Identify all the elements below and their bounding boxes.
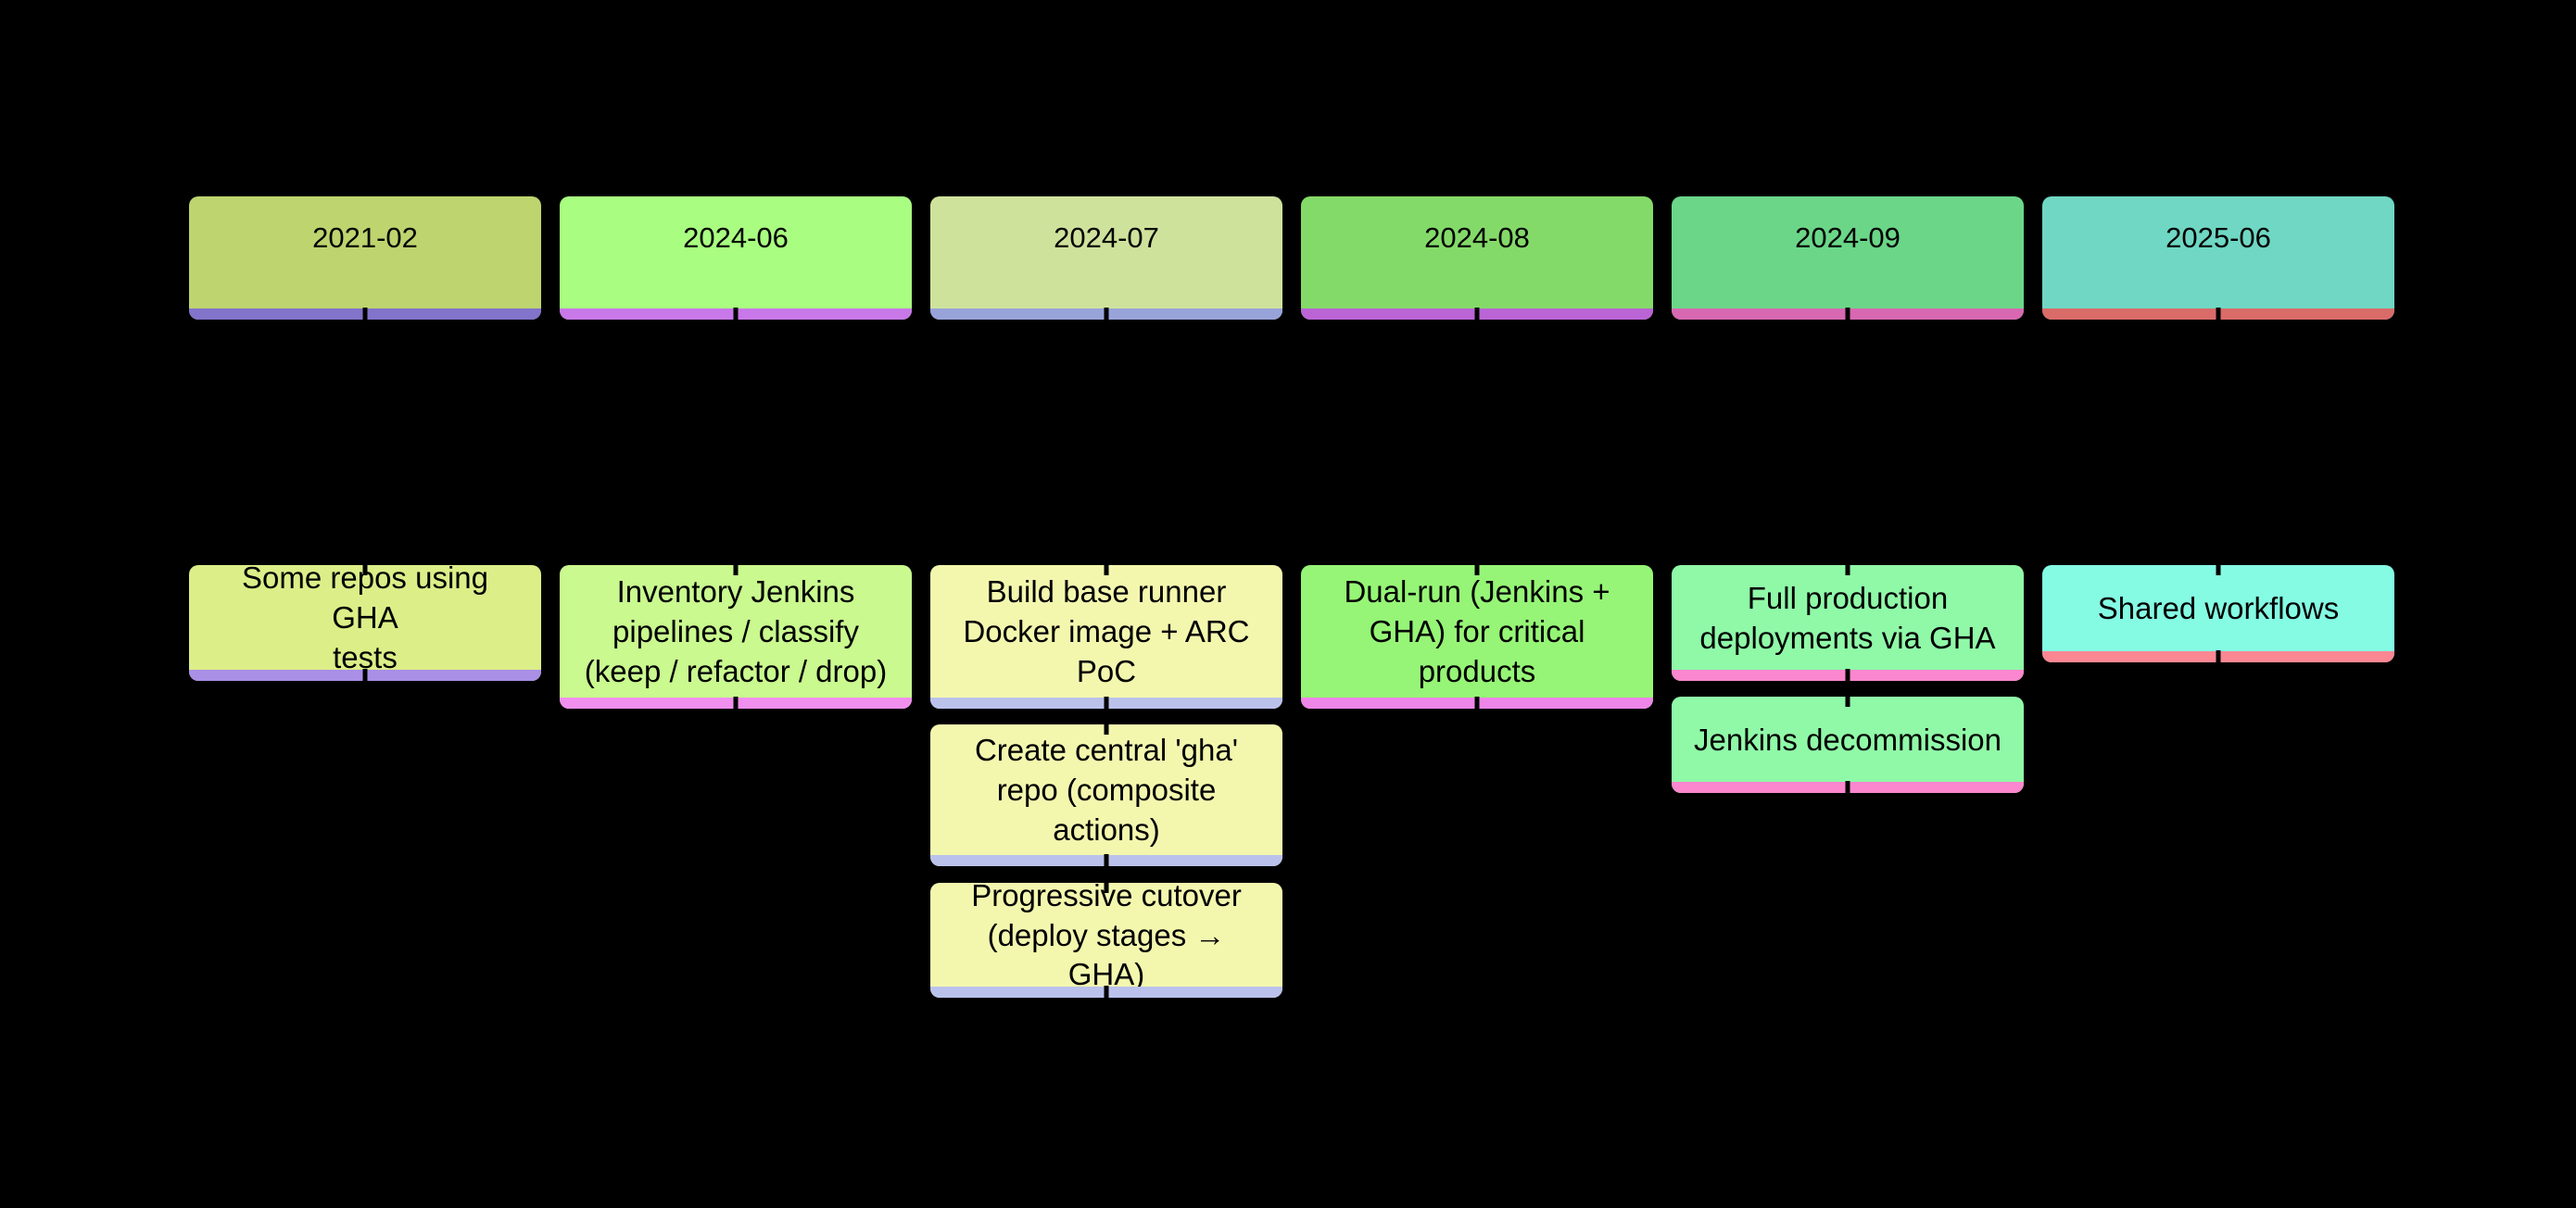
event-label: Jenkins decommission [1694, 722, 2001, 757]
period-header: 2021-02 [189, 196, 541, 323]
timeline-tick [362, 669, 368, 685]
timeline-tick [1845, 781, 1850, 797]
timeline-tick [1104, 697, 1109, 712]
period-label: 2021-02 [312, 221, 418, 254]
timeline-tick [1104, 881, 1109, 893]
timeline-column-2024-08: 2024-08 Dual-run (Jenkins + GHA) for cri… [1301, 0, 1653, 1208]
event-box: Create central 'gha' repo (composite act… [930, 723, 1282, 870]
timeline-column-2024-07: 2024-07 Build base runner Docker image +… [930, 0, 1282, 1208]
event-label: Dual-run (Jenkins + GHA) for critical pr… [1344, 574, 1610, 688]
event-box: Some repos using GHA tests [189, 560, 541, 685]
event-box: Dual-run (Jenkins + GHA) for critical pr… [1301, 563, 1653, 712]
timeline-column-2024-06: 2024-06 Inventory Jenkins pipelines / cl… [560, 0, 912, 1208]
period-header: 2024-08 [1301, 196, 1653, 323]
event-label: Shared workflows [2097, 591, 2340, 626]
timeline-tick [733, 563, 739, 575]
period-label: 2024-06 [683, 221, 789, 254]
timeline-tick [733, 697, 739, 712]
period-label: 2024-08 [1424, 221, 1530, 254]
period-label: 2024-09 [1795, 221, 1900, 254]
period-label: 2025-06 [2166, 221, 2271, 254]
event-label: Full production deployments via GHA [1699, 580, 1996, 655]
timeline-tick [1845, 669, 1850, 685]
timeline-tick [1104, 854, 1109, 870]
timeline-tick [733, 308, 739, 323]
timeline-column-2021-02: 2021-02 Some repos using GHA tests [189, 0, 541, 1208]
timeline-column-2024-09: 2024-09 Full production deployments via … [1672, 0, 2024, 1208]
timeline-column-2025-06: 2025-06 Shared workflows [2042, 0, 2394, 1208]
event-box: Shared workflows [2042, 563, 2394, 666]
timeline-tick [2216, 650, 2221, 666]
period-label: 2024-07 [1054, 221, 1159, 254]
event-box: Full production deployments via GHA [1672, 563, 2024, 685]
timeline-tick [362, 308, 368, 323]
event-label: Progressive cutover (deploy stages → GHA… [971, 877, 1242, 992]
timeline-tick [2216, 563, 2221, 575]
timeline-tick [1845, 308, 1850, 323]
timeline-tick [1474, 697, 1480, 712]
timeline-tick [1104, 563, 1109, 575]
event-box: Inventory Jenkins pipelines / classify (… [560, 563, 912, 712]
timeline-tick [1104, 986, 1109, 1001]
timeline-tick [1474, 563, 1480, 575]
timeline-tick [362, 563, 368, 575]
event-box: Progressive cutover (deploy stages → GHA… [930, 878, 1282, 1001]
timeline-tick [1104, 308, 1109, 323]
timeline-tick [1474, 308, 1480, 323]
timeline-tick [1104, 723, 1109, 735]
event-label: Build base runner Docker image + ARC PoC [963, 574, 1250, 688]
event-label: Inventory Jenkins pipelines / classify (… [584, 574, 888, 688]
timeline-tick [1845, 563, 1850, 575]
event-box: Jenkins decommission [1672, 695, 2024, 797]
period-header: 2024-07 [930, 196, 1282, 323]
timeline-tick [2216, 308, 2221, 323]
event-label: Create central 'gha' repo (composite act… [974, 733, 1239, 847]
event-box: Build base runner Docker image + ARC PoC [930, 563, 1282, 712]
period-header: 2024-06 [560, 196, 912, 323]
period-header: 2025-06 [2042, 196, 2394, 323]
event-label: Some repos using GHA tests [242, 560, 488, 674]
period-header: 2024-09 [1672, 196, 2024, 323]
timeline-tick [1845, 695, 1850, 707]
